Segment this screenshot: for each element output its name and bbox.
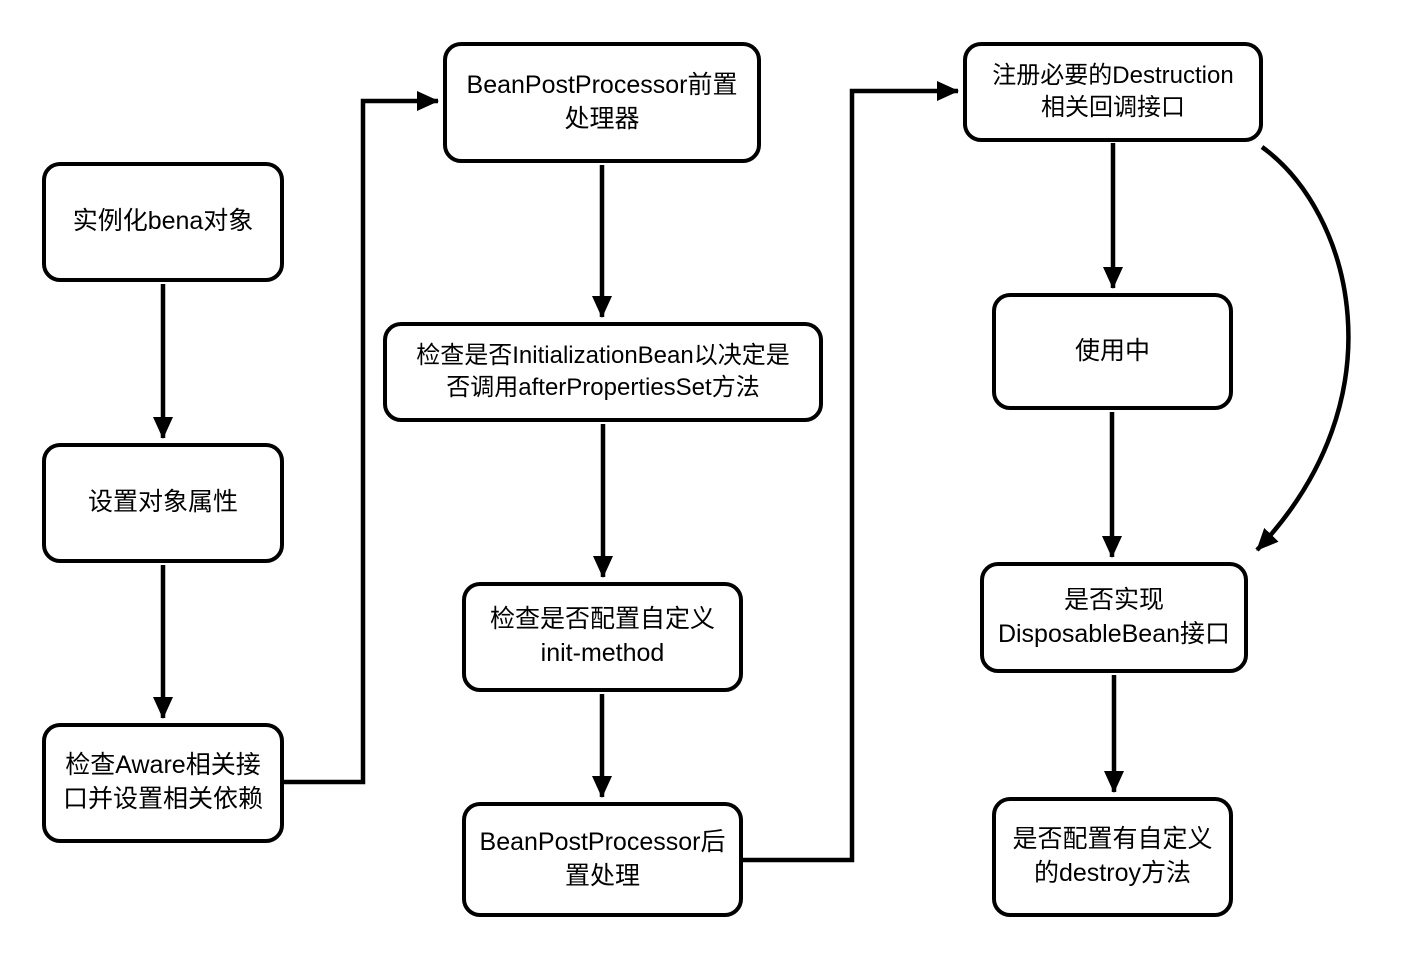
node-check-disposable-bean: 是否实现 DisposableBean接口 xyxy=(980,562,1248,673)
node-in-use: 使用中 xyxy=(992,293,1233,410)
node-bpp-before: BeanPostProcessor前置 处理器 xyxy=(443,42,761,163)
node-set-properties: 设置对象属性 xyxy=(42,443,284,563)
node-check-init-method: 检查是否配置自定义 init-method xyxy=(462,582,743,692)
node-check-aware: 检查Aware相关接 口并设置相关依赖 xyxy=(42,723,284,843)
node-bpp-after: BeanPostProcessor后 置处理 xyxy=(462,802,743,917)
node-instantiate-bean: 实例化bena对象 xyxy=(42,162,284,282)
arrow-bppafter-to-destruction xyxy=(743,81,959,863)
node-check-initialization-bean: 检查是否InitializationBean以决定是 否调用afterPrope… xyxy=(383,322,823,422)
arrow-destruction-to-disposablebean-curved xyxy=(1255,145,1351,552)
node-check-destroy-method: 是否配置有自定义 的destroy方法 xyxy=(992,797,1233,917)
node-register-destruction: 注册必要的Destruction 相关回调接口 xyxy=(963,42,1263,142)
arrow-checkaware-to-bppbefore xyxy=(284,91,439,785)
